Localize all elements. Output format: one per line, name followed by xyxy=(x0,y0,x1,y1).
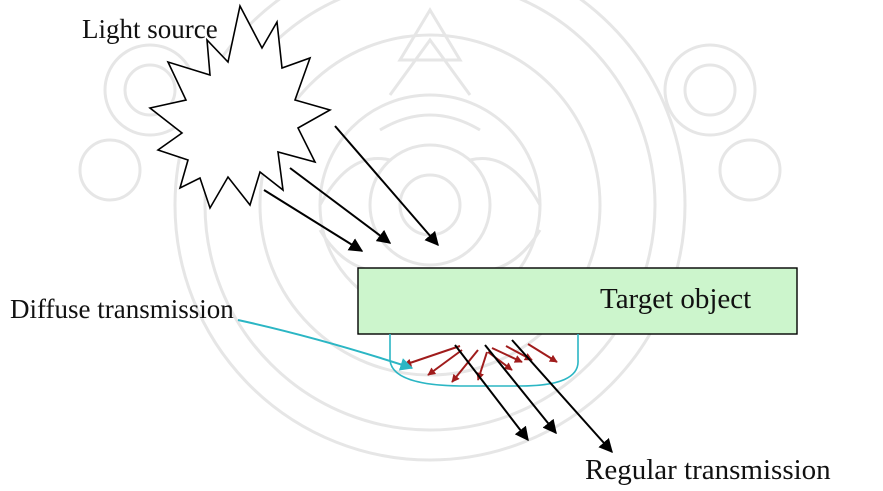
scattered-ray xyxy=(403,345,461,367)
diffuse-transmission-label: Diffuse transmission xyxy=(10,294,234,324)
incident-ray xyxy=(263,189,364,252)
diffuse-transmission-region xyxy=(389,334,579,387)
transmitted-ray xyxy=(511,339,613,454)
target-object-label: Target object xyxy=(600,283,752,315)
scattered-ray xyxy=(491,347,523,363)
target-object-box xyxy=(357,267,798,335)
incident-rays xyxy=(263,125,439,252)
scattered-ray xyxy=(451,349,479,383)
light-source-icon xyxy=(148,3,333,210)
transmitted-ray xyxy=(484,344,557,435)
diffuse-transmission-pointer xyxy=(237,319,414,371)
incident-ray xyxy=(334,125,439,247)
scattered-ray xyxy=(527,343,558,363)
regular-transmission-label: Regular transmission xyxy=(585,454,831,486)
regular-transmission-rays xyxy=(454,339,613,454)
light-source-label: Light source xyxy=(82,14,218,44)
incident-ray xyxy=(289,167,392,244)
scattered-ray xyxy=(427,349,463,376)
transmitted-ray xyxy=(454,344,529,442)
